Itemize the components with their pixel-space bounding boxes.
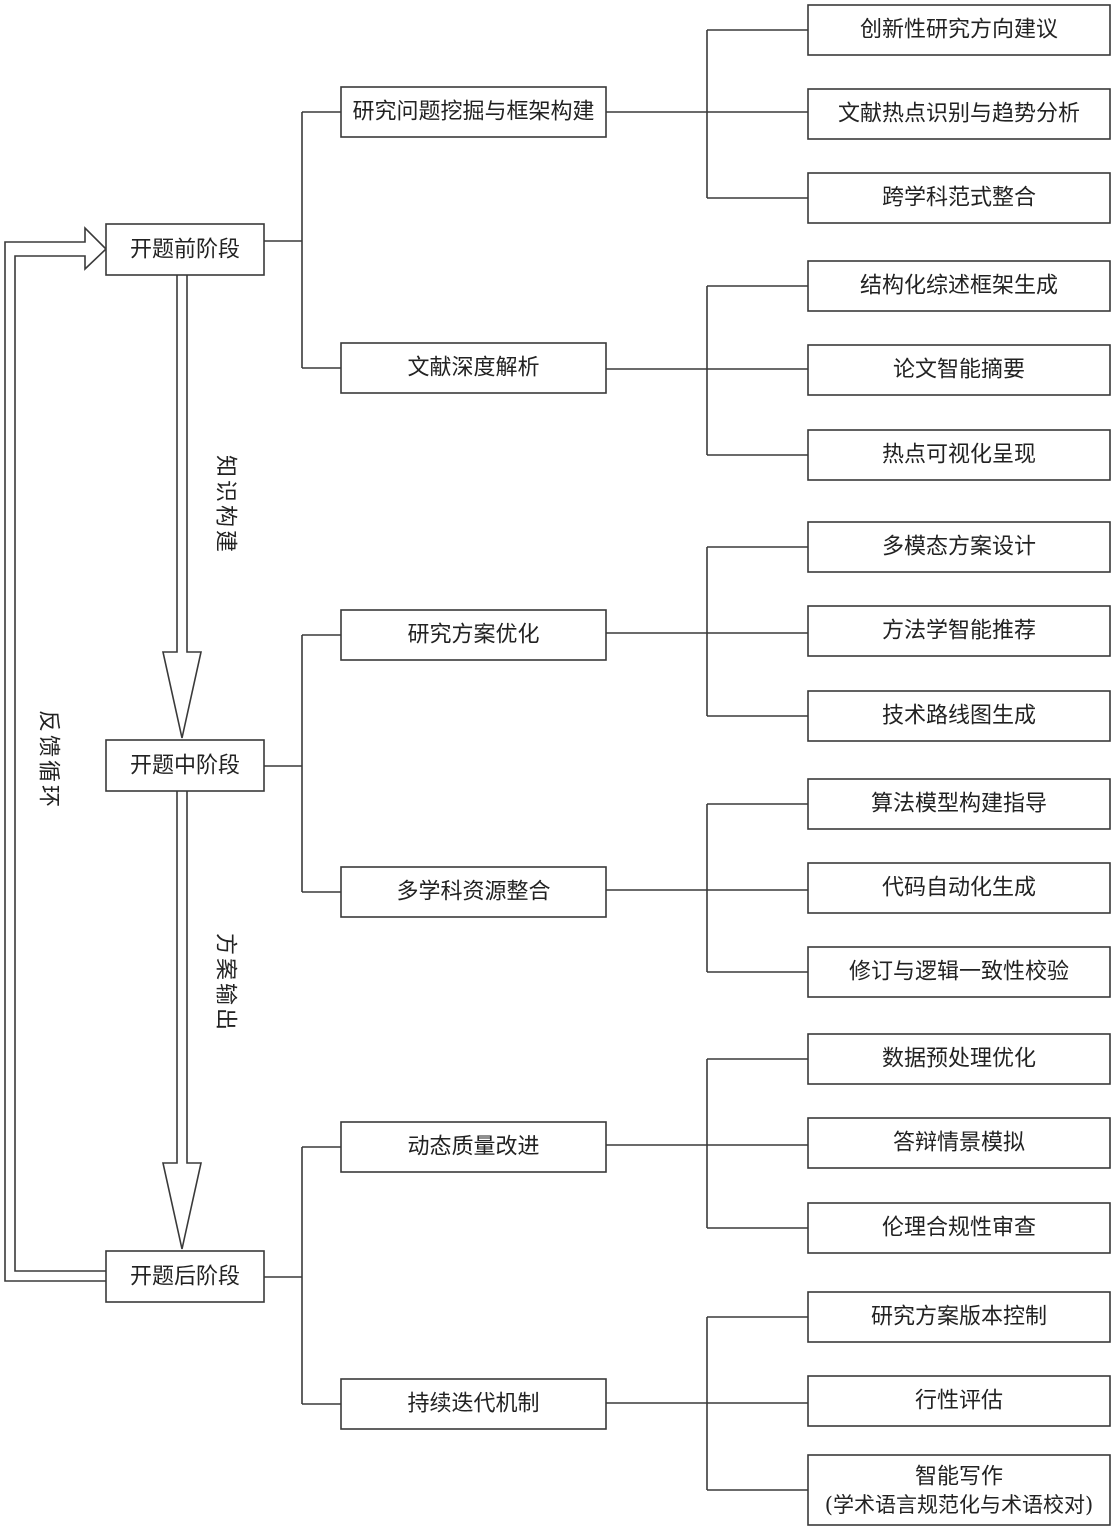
item-node: 创新性研究方向建议	[807, 4, 1111, 56]
item-label: 技术路线图生成	[882, 704, 1036, 729]
item-label: 结构化综述框架生成	[860, 274, 1058, 299]
branch-connectors	[606, 29, 808, 1491]
item-node: 文献热点识别与趋势分析	[807, 88, 1111, 140]
item-label: 行性评估	[915, 1389, 1003, 1414]
stage-node-mid: 开题中阶段	[105, 739, 265, 792]
branch-node: 多学科资源整合	[340, 866, 607, 918]
flow-label-knowledge-build: 知识构建	[213, 455, 238, 555]
item-label: 算法模型构建指导	[871, 792, 1047, 817]
item-node: 热点可视化呈现	[807, 429, 1111, 481]
flow-label-feedback: 反馈循环	[36, 710, 61, 810]
arrow-mid-to-post	[162, 791, 202, 1250]
item-label: 代码自动化生成	[882, 876, 1036, 901]
item-node: 行性评估	[807, 1375, 1111, 1427]
stage-node-pre: 开题前阶段	[105, 223, 265, 276]
item-node: 方法学智能推荐	[807, 605, 1111, 657]
branch-label: 动态质量改进	[407, 1135, 539, 1160]
item-label: 研究方案版本控制	[871, 1305, 1047, 1330]
stage-connectors	[264, 111, 341, 1405]
item-label: 数据预处理优化	[882, 1047, 1036, 1072]
branch-node: 研究方案优化	[340, 609, 607, 661]
flow-label-plan-output: 方案输出	[213, 933, 238, 1033]
item-label: 方法学智能推荐	[882, 619, 1036, 644]
branch-label: 多学科资源整合	[396, 880, 550, 905]
item-node: 数据预处理优化	[807, 1033, 1111, 1085]
branch-label: 研究方案优化	[407, 623, 539, 648]
item-node: 跨学科范式整合	[807, 172, 1111, 224]
item-label: 跨学科范式整合	[882, 186, 1036, 211]
item-label: 文献热点识别与趋势分析	[838, 102, 1080, 127]
item-node: 代码自动化生成	[807, 862, 1111, 914]
branch-label: 持续迭代机制	[407, 1392, 539, 1417]
arrow-pre-to-mid	[162, 275, 202, 739]
item-label: 热点可视化呈现	[882, 443, 1036, 468]
stage-label: 开题中阶段	[130, 754, 240, 779]
item-node-smart-writing: 智能写作 (学术语言规范化与术语校对)	[807, 1454, 1111, 1526]
branch-node: 持续迭代机制	[340, 1378, 607, 1430]
item-node: 修订与逻辑一致性校验	[807, 946, 1111, 998]
stage-node-post: 开题后阶段	[105, 1250, 265, 1303]
item-node: 伦理合规性审查	[807, 1202, 1111, 1254]
item-label: 修订与逻辑一致性校验	[849, 960, 1069, 985]
item-node: 研究方案版本控制	[807, 1291, 1111, 1343]
item-label: 智能写作	[915, 1465, 1003, 1490]
branch-label: 文献深度解析	[407, 356, 539, 381]
item-detail: (学术语言规范化与术语校对)	[825, 1493, 1093, 1517]
item-label: 论文智能摘要	[893, 358, 1025, 383]
stage-label: 开题前阶段	[130, 238, 240, 263]
item-label: 伦理合规性审查	[882, 1216, 1036, 1241]
item-label: 多模态方案设计	[882, 535, 1036, 560]
branch-label: 研究问题挖掘与框架构建	[352, 100, 594, 125]
item-node: 技术路线图生成	[807, 690, 1111, 742]
branch-node: 动态质量改进	[340, 1121, 607, 1173]
item-label: 答辩情景模拟	[893, 1131, 1025, 1156]
branch-node: 研究问题挖掘与框架构建	[340, 86, 607, 138]
item-node: 结构化综述框架生成	[807, 260, 1111, 312]
branch-node: 文献深度解析	[340, 342, 607, 394]
item-label: 创新性研究方向建议	[860, 18, 1058, 43]
stage-label: 开题后阶段	[130, 1265, 240, 1290]
item-node: 论文智能摘要	[807, 344, 1111, 396]
item-node: 答辩情景模拟	[807, 1117, 1111, 1169]
item-node: 多模态方案设计	[807, 521, 1111, 573]
item-node: 算法模型构建指导	[807, 778, 1111, 830]
